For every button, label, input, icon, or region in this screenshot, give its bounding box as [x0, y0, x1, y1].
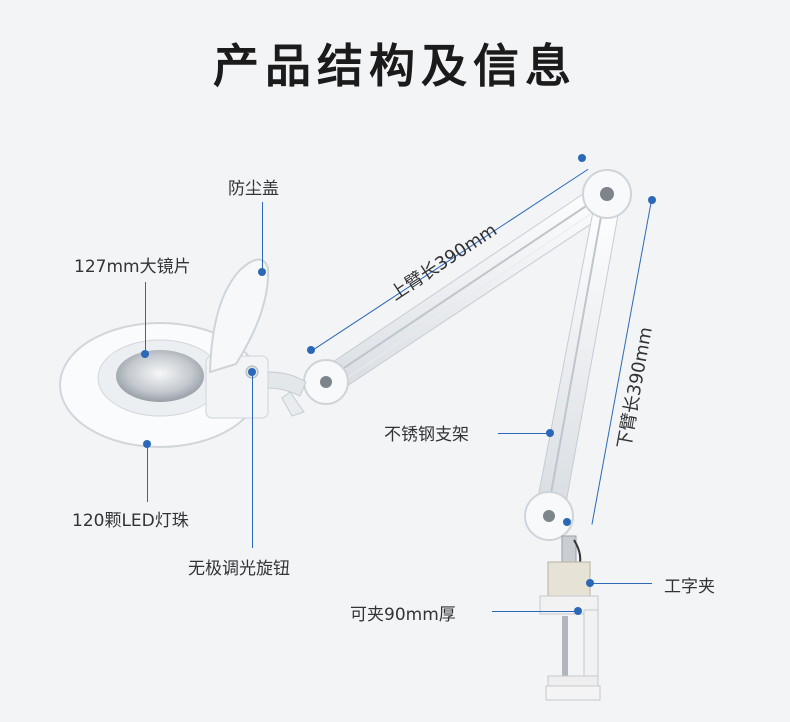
- magnifier-head: [59, 258, 270, 448]
- label-lens: 127mm大镜片: [74, 257, 191, 277]
- label-stainless: 不锈钢支架: [384, 425, 469, 445]
- elbow-joint: [582, 169, 632, 219]
- thickness-pointer-line: [492, 611, 578, 612]
- upper-arm-dot-start: [307, 346, 315, 354]
- lens-pointer-line: [145, 282, 146, 354]
- dust-cover: [208, 258, 270, 374]
- clamp-pointer-line: [592, 583, 652, 584]
- clamp-pointer-dot: [586, 579, 594, 587]
- stainless-pointer-dot: [546, 429, 554, 437]
- label-leds: 120颗LED灯珠: [72, 511, 189, 531]
- dust-cover-pointer-line: [262, 202, 263, 272]
- leds-pointer-dot: [143, 440, 151, 448]
- dimmer-pointer-line: [252, 372, 253, 548]
- lower-arm-dot-start: [648, 196, 656, 204]
- upper-arm-dot-end: [578, 154, 586, 162]
- lower-arm-dot-end: [563, 518, 571, 526]
- thickness-pointer-dot: [574, 607, 582, 615]
- leds-pointer-line: [147, 444, 148, 502]
- head-joint: [267, 359, 349, 417]
- label-clamp: 工字夹: [664, 577, 715, 597]
- label-dimmer: 无极调光旋钮: [188, 559, 290, 579]
- base-joint: [524, 491, 574, 541]
- dimmer-pointer-dot: [248, 368, 256, 376]
- lens-pointer-dot: [141, 350, 149, 358]
- stainless-pointer-line: [498, 433, 550, 434]
- page-title: 产品结构及信息: [213, 39, 577, 93]
- label-dust-cover: 防尘盖: [228, 179, 279, 199]
- lens: [116, 350, 204, 402]
- desk-clamp: [539, 535, 601, 701]
- label-thickness: 可夹90mm厚: [350, 605, 456, 625]
- dust-cover-pointer-dot: [258, 268, 266, 276]
